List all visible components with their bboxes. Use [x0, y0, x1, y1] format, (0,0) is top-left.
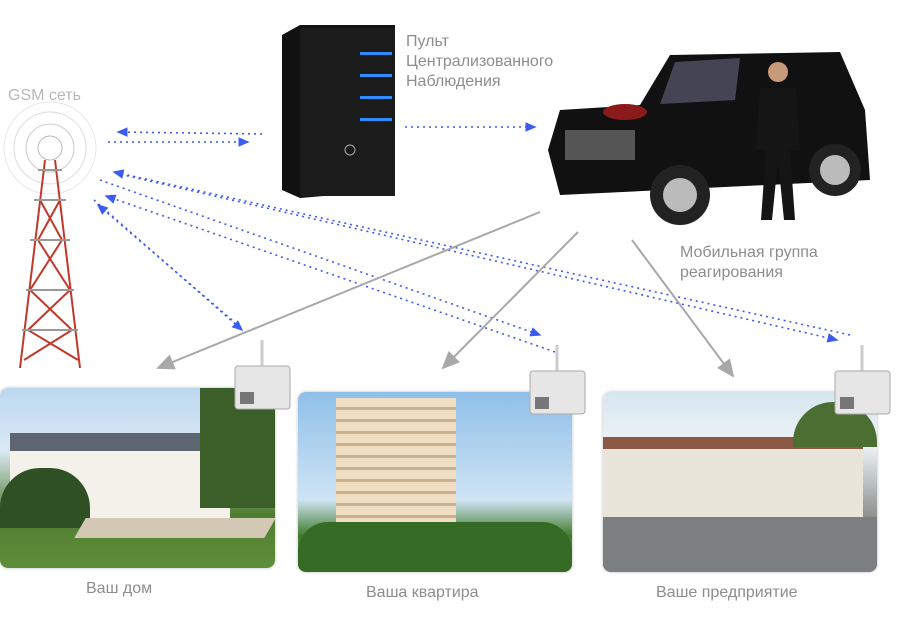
signal-arrows: [93, 122, 851, 353]
apartment-photo: [298, 392, 572, 572]
label-line: Мобильная группа: [680, 244, 818, 261]
alarm-device-icon: [234, 340, 291, 410]
house-label: Ваш дом: [86, 580, 153, 597]
business-label: Ваше предприятие: [656, 584, 798, 601]
label-line: реагирования: [680, 264, 783, 281]
security-guard-icon: [756, 62, 800, 220]
gsm-tower-icon: [3, 101, 97, 369]
house-photo: [0, 388, 275, 568]
alarm-device-icon: [529, 345, 586, 415]
label-line: Пульт: [406, 33, 449, 50]
gsm-network-label: GSM сеть: [8, 87, 81, 104]
monitoring-station-label: Пульт Централизованного Наблюдения: [406, 32, 553, 92]
response-arrows: [156, 211, 735, 378]
response-car-icon: [548, 52, 870, 225]
server-icon: [282, 25, 395, 198]
label-line: Наблюдения: [406, 73, 501, 90]
alarm-device-icon: [834, 345, 891, 415]
label-line: Централизованного: [406, 53, 554, 70]
apartment-label: Ваша квартира: [366, 584, 479, 601]
mobile-group-label: Мобильная группа реагирования: [680, 243, 818, 283]
business-photo: [603, 392, 877, 572]
